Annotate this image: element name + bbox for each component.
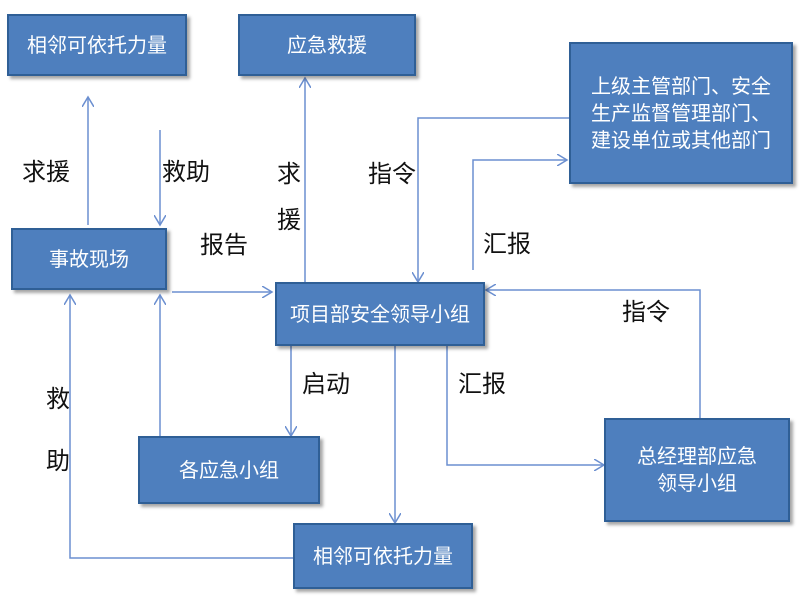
arrow-gm-to-group <box>486 290 701 418</box>
label-assist-left: 救助 <box>162 158 210 186</box>
node-project-leader-group: 项目部安全领导小组 <box>275 282 485 346</box>
node-accident-site: 事故现场 <box>11 228 167 290</box>
label-seek-help-mid: 求援 <box>277 160 301 234</box>
label-assist-bottom: 救助 <box>46 385 70 476</box>
arrow-bottom-support-to-site <box>70 295 293 559</box>
node-emergency-rescue: 应急救援 <box>238 14 416 76</box>
arrow-group-to-gm <box>446 346 604 465</box>
arrow-group-to-superior <box>472 160 567 270</box>
node-emergency-groups: 各应急小组 <box>138 436 320 504</box>
node-gm-emergency-group: 总经理部应急领导小组 <box>604 418 790 522</box>
label-command-top: 指令 <box>368 160 416 188</box>
node-top-left-support: 相邻可依托力量 <box>7 14 187 76</box>
label-report: 报告 <box>200 231 248 259</box>
arrow-superior-to-group <box>418 117 570 282</box>
label-report-right: 汇报 <box>458 370 506 398</box>
node-superior-depts: 上级主管部门、安全生产监督管理部门、建设单位或其他部门 <box>569 42 793 184</box>
label-report-up: 汇报 <box>483 230 531 258</box>
label-command-right: 指令 <box>622 298 670 326</box>
node-bottom-support: 相邻可依托力量 <box>293 523 473 589</box>
label-activate: 启动 <box>302 370 350 398</box>
label-seek-help-left: 求援 <box>22 158 70 186</box>
